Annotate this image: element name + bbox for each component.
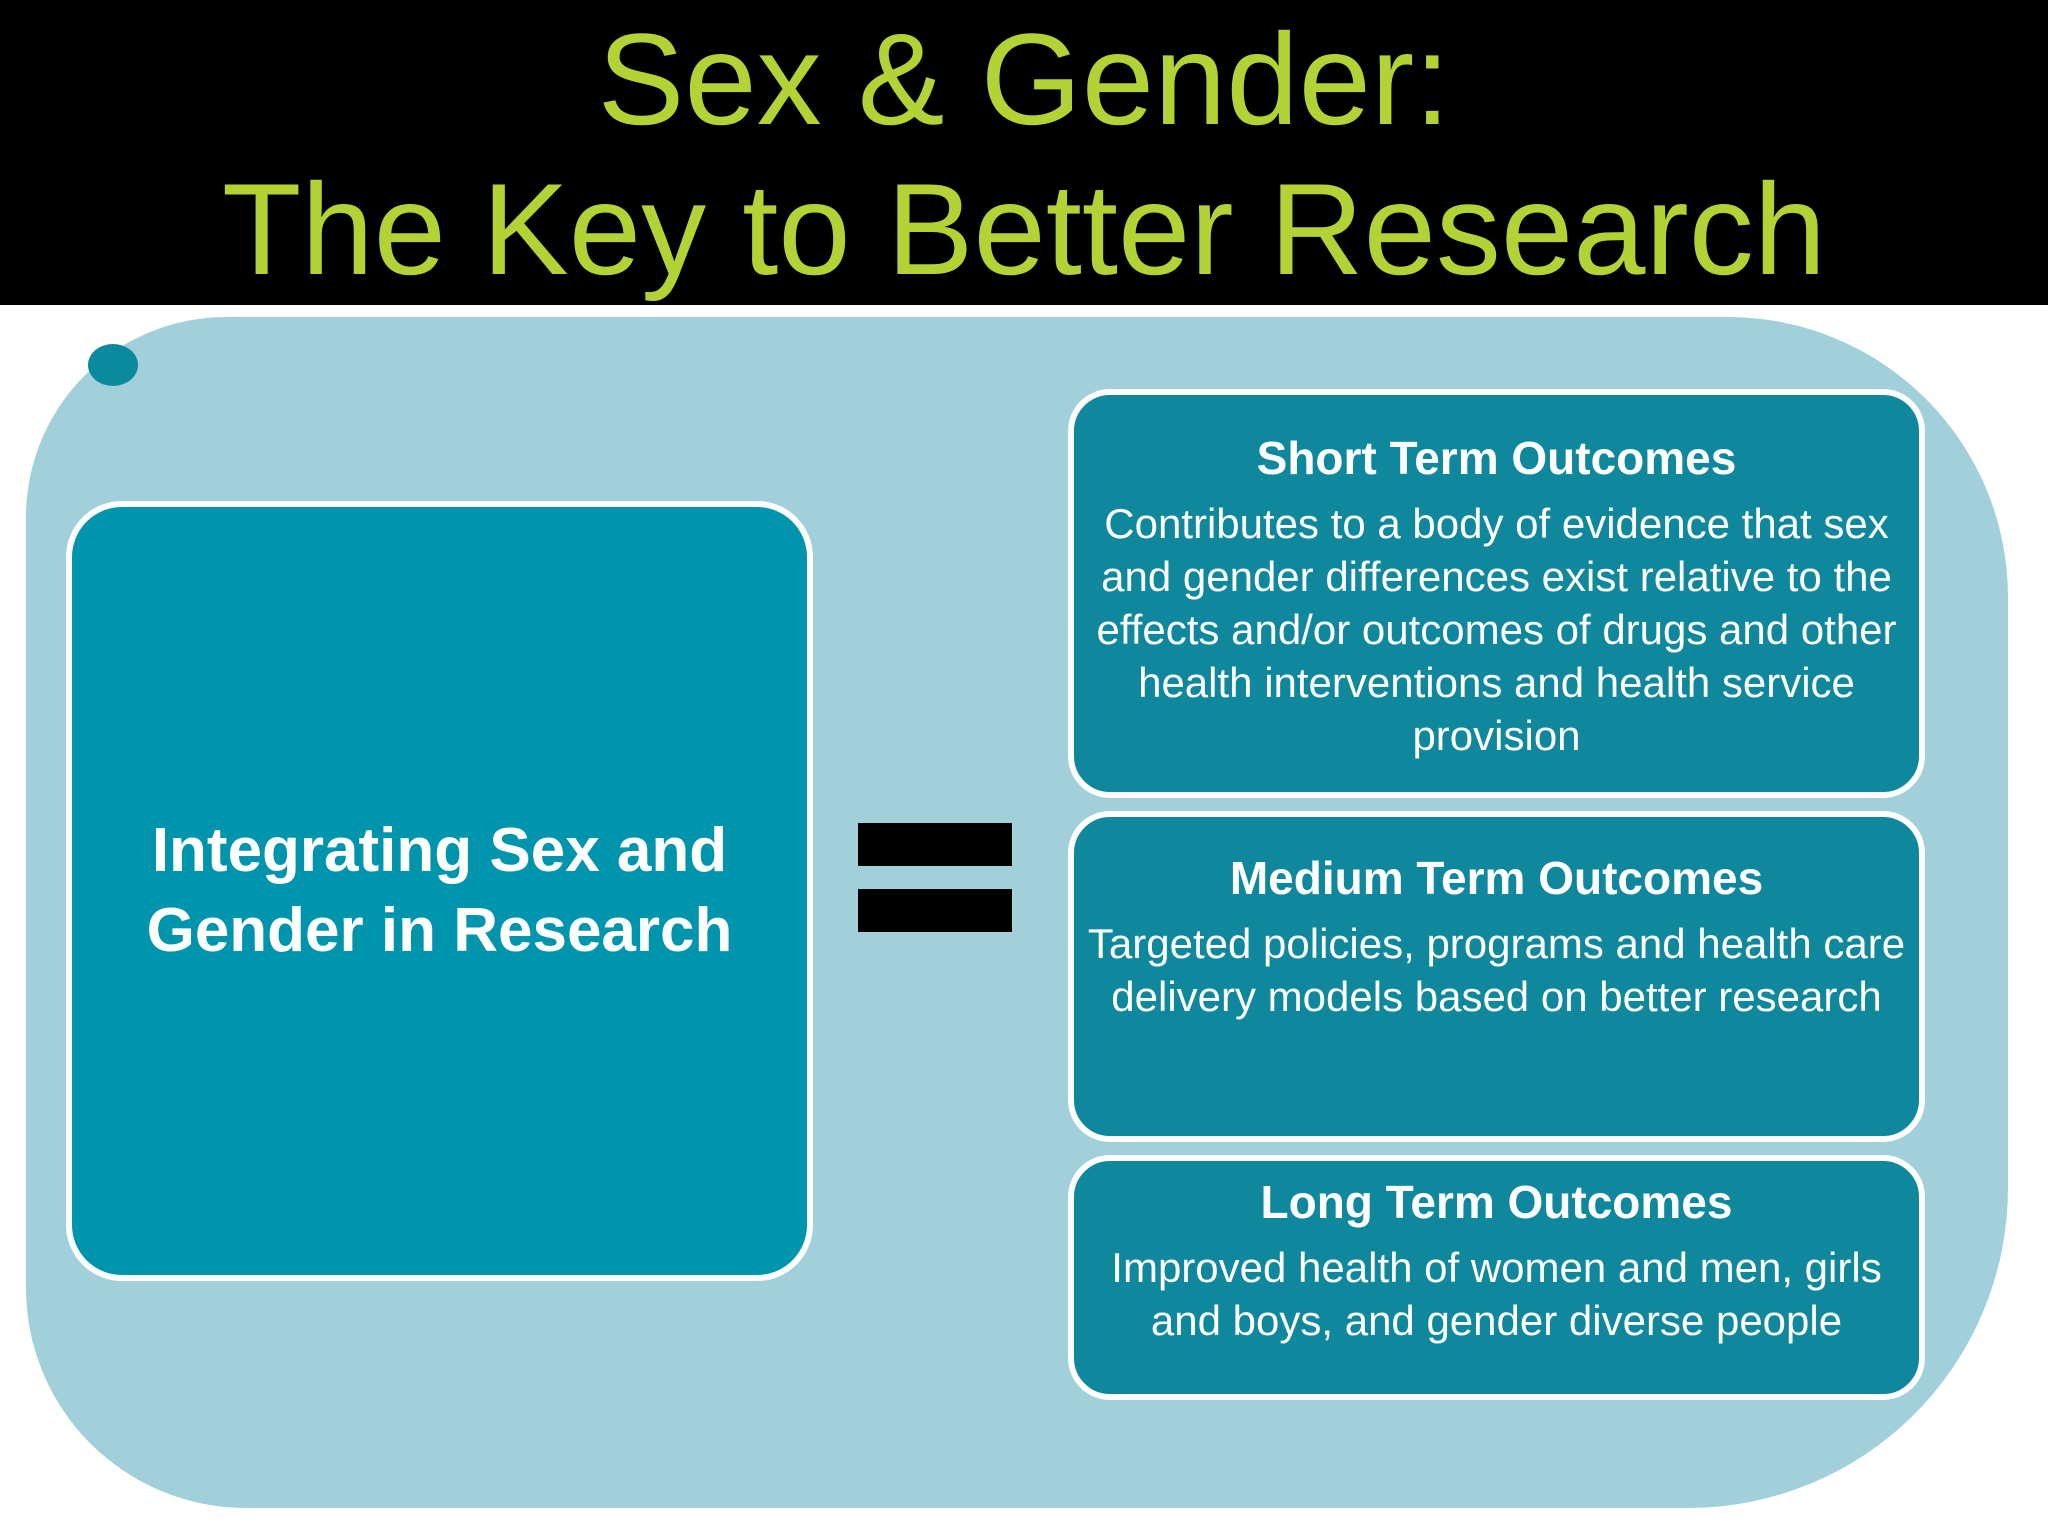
medium-term-outcomes-body: Targeted policies, programs and health c… — [1087, 920, 1906, 1020]
short-term-outcomes-box: Short Term Outcomes Contributes to a bod… — [1068, 389, 1925, 798]
title-band: Sex & Gender: The Key to Better Research — [0, 0, 2048, 305]
long-term-outcomes-title: Long Term Outcomes — [1260, 1176, 1733, 1228]
medium-term-outcomes-title: Medium Term Outcomes — [1229, 852, 1764, 904]
long-term-outcomes-body: Improved health of women and men, girls … — [1111, 1244, 1882, 1344]
medium-term-outcomes-box: Medium Term Outcomes Targeted policies, … — [1068, 811, 1925, 1142]
slide-title-line1: Sex & Gender: — [597, 6, 1451, 152]
integrating-sex-gender-box: Integrating Sex and Gender in Research — [66, 501, 813, 1281]
equals-top-bar — [858, 823, 1012, 866]
slide-title: Sex & Gender: The Key to Better Research — [0, 0, 2048, 304]
short-term-outcomes-body: Contributes to a body of evidence that s… — [1096, 500, 1897, 759]
equals-bottom-bar — [858, 889, 1012, 932]
long-term-outcomes-box: Long Term Outcomes Improved health of wo… — [1068, 1155, 1925, 1400]
short-term-outcomes-title: Short Term Outcomes — [1256, 432, 1737, 484]
background-shape-artifact — [88, 344, 138, 386]
equals-sign — [858, 823, 1012, 932]
slide-title-line2: The Key to Better Research — [221, 156, 1827, 302]
integrating-sex-gender-label: Integrating Sex and Gender in Research — [146, 816, 733, 965]
